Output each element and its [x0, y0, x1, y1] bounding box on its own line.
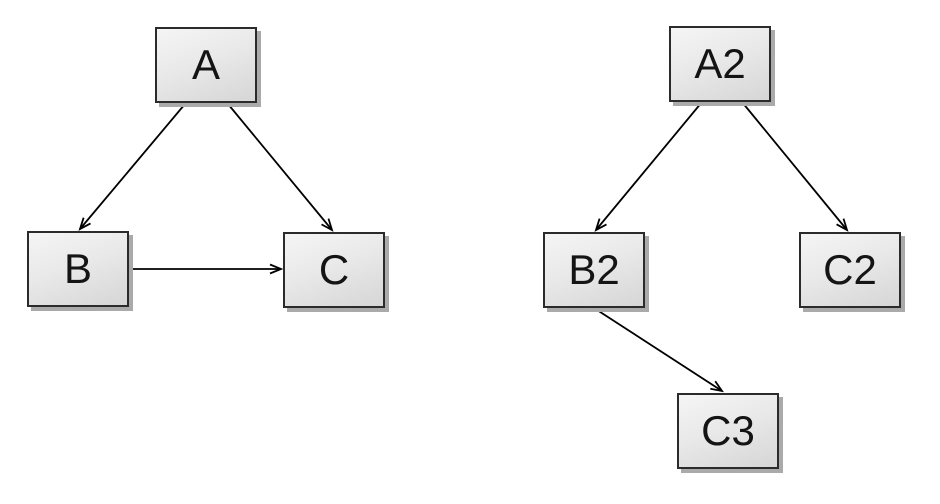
node-A2-label: A2 — [694, 40, 746, 87]
edge-A2-B2[interactable] — [594, 101, 703, 232]
node-C2-label: C2 — [823, 246, 877, 293]
node-A-label: A — [191, 41, 220, 88]
node-C3[interactable]: C3 — [677, 393, 779, 469]
edge-A2-C2[interactable] — [741, 101, 849, 232]
node-B2-label: B2 — [568, 246, 620, 293]
node-A[interactable]: A — [155, 27, 257, 103]
node-C-label: C — [318, 246, 350, 293]
edge-A-B[interactable] — [78, 103, 186, 231]
edge-A-C[interactable] — [227, 103, 334, 232]
node-A2[interactable]: A2 — [669, 26, 771, 102]
node-B-label: B — [63, 245, 92, 292]
node-C[interactable]: C — [283, 232, 385, 308]
node-B2[interactable]: B2 — [543, 232, 645, 308]
node-B[interactable]: B — [27, 231, 129, 307]
node-C2[interactable]: C2 — [799, 232, 901, 308]
node-C3-label: C3 — [701, 407, 755, 454]
edge-B2-C3[interactable] — [593, 307, 724, 393]
